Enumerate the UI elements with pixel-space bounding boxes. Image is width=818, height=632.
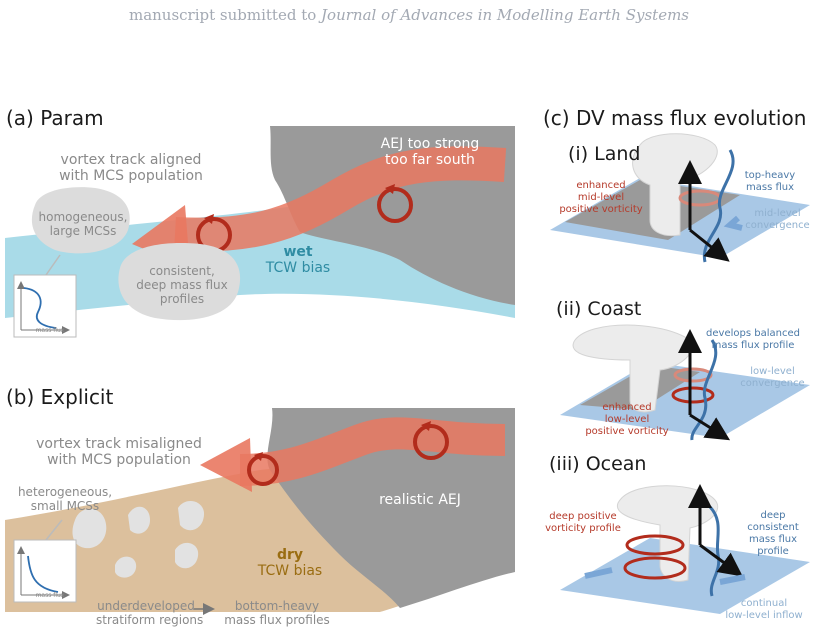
panel-a-bias-label: TCW bias bbox=[265, 260, 331, 276]
panel-a-mcs-label: homogeneous,large MCSs bbox=[38, 210, 128, 238]
mcs-blob-small-2 bbox=[128, 506, 150, 534]
mcs-blob-small-5 bbox=[115, 556, 137, 578]
panel-b-title: (b) Explicit bbox=[6, 385, 114, 409]
mcs-blob-large-1 bbox=[31, 187, 130, 254]
panel-b-bias-word: dry bbox=[276, 547, 304, 563]
aej-jet-a bbox=[174, 146, 507, 252]
panel-c-land-title: (i) Land bbox=[568, 143, 641, 165]
panel-c-ocean-3d bbox=[560, 484, 810, 614]
aej-jet-b bbox=[239, 417, 506, 486]
mcs-blob-small-3 bbox=[178, 500, 205, 531]
aej-jet-arrowhead-b bbox=[200, 438, 252, 492]
mcs-blob-large-2 bbox=[118, 243, 241, 321]
vortex-b-1 bbox=[247, 454, 279, 486]
panel-c-coast-3d bbox=[560, 324, 810, 441]
panel-c-coast-title: (ii) Coast bbox=[556, 298, 642, 320]
panel-b-bias-label: TCW bias bbox=[257, 563, 323, 579]
panel-a-axis-label: mass flux bbox=[35, 327, 65, 334]
header-prefix: manuscript submitted to bbox=[128, 6, 322, 24]
panel-a-map bbox=[5, 126, 515, 338]
panel-b-map bbox=[5, 408, 515, 615]
panel-c-title: (c) DV mass flux evolution bbox=[543, 106, 807, 130]
manuscript-header: manuscript submitted to Journal of Advan… bbox=[0, 6, 818, 24]
panel-b-mcs-label: heterogeneous,small MCSs bbox=[17, 485, 113, 513]
panel-c-land-3d bbox=[550, 133, 810, 263]
panel-c-ocean-title: (iii) Ocean bbox=[549, 453, 647, 475]
panel-a-bias-word: wet bbox=[283, 244, 313, 260]
vortex-a-2 bbox=[377, 187, 413, 223]
journal-name: Journal of Advances in Modelling Earth S… bbox=[321, 6, 690, 24]
panel-b-aej-label: realistic AEJ bbox=[379, 492, 461, 508]
vortex-b-2 bbox=[413, 424, 449, 460]
mcs-blob-small-4 bbox=[175, 542, 199, 569]
panel-a-title: (a) Param bbox=[6, 106, 104, 130]
panel-b-axis-label: mass flux bbox=[35, 592, 65, 599]
mcs-blob-small-1 bbox=[72, 508, 107, 549]
